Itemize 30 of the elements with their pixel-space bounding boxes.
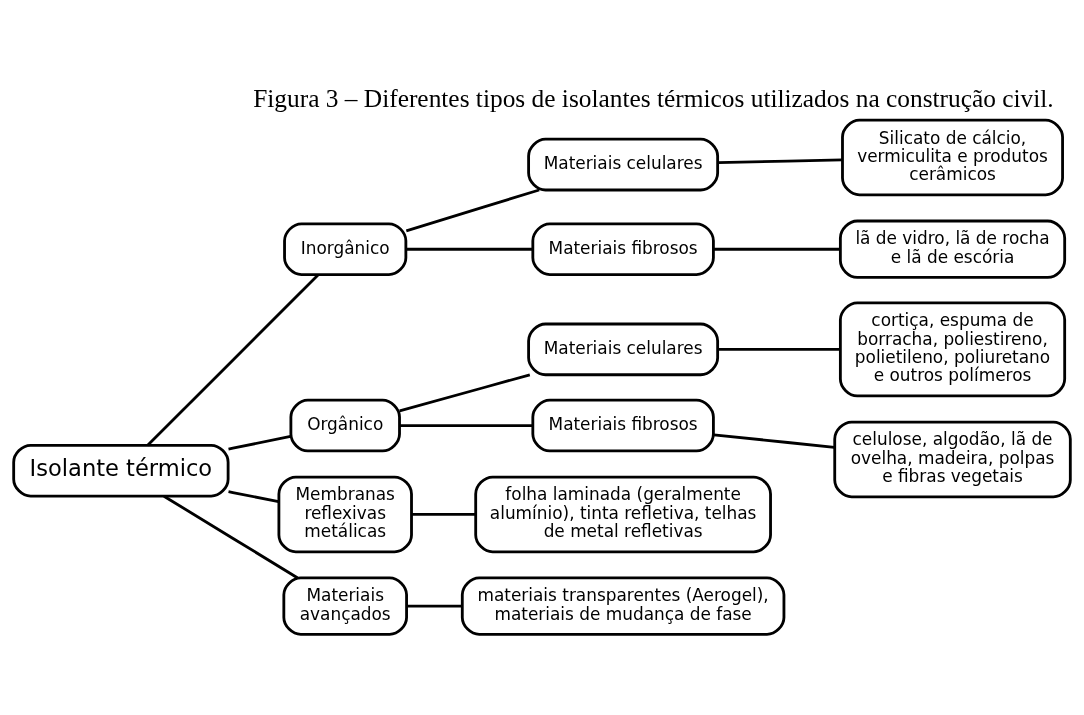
node-box: folha laminada (geralmente alumínio), tinta refletiva, telhas de metal refletivas [474, 475, 772, 554]
node-box: Membranas reflexivas metálicas [277, 475, 413, 554]
node-box: cortiça, espuma de borracha, poliestireno, polietileno, poliuretano e outros polímeros [838, 301, 1067, 398]
diagram-title: Figura 3 – Diferentes tipos de isolantes térmicos utilizados na construção civil. [253, 83, 1054, 112]
node-box: Materiais celulares [527, 322, 720, 377]
connector [406, 247, 533, 251]
connector [399, 424, 533, 427]
connector [146, 274, 319, 447]
connector [411, 513, 476, 516]
connector [163, 495, 299, 579]
node-box: Inorgânico [283, 222, 408, 277]
connector [713, 247, 840, 251]
connector [405, 188, 540, 233]
connector [407, 604, 462, 608]
connector [228, 435, 291, 451]
node-box: Materiais fibrosos [531, 222, 715, 277]
connector [399, 373, 531, 413]
node-box: Isolante térmico [12, 443, 230, 498]
node-box: Silicato de cálcio, vermiculita e produtos cerâmicos [841, 118, 1064, 197]
node-box: Orgânico [289, 398, 401, 453]
node-box: Materiais fibrosos [531, 398, 715, 453]
node-box: celulose, algodão, lã de ovelha, madeira, polpas e fibras vegetais [833, 420, 1072, 499]
connector [228, 490, 279, 503]
connector [713, 433, 835, 449]
node-box: Materiais avançados [282, 576, 408, 636]
connector [717, 158, 843, 164]
node-box: Materiais celulares [527, 137, 720, 192]
connector [717, 347, 840, 351]
node-box: materiais transparentes (Aerogel), materiais de mudança de fase [460, 576, 786, 636]
node-box: lã de vidro, lã de rocha e lã de escória [838, 219, 1067, 279]
